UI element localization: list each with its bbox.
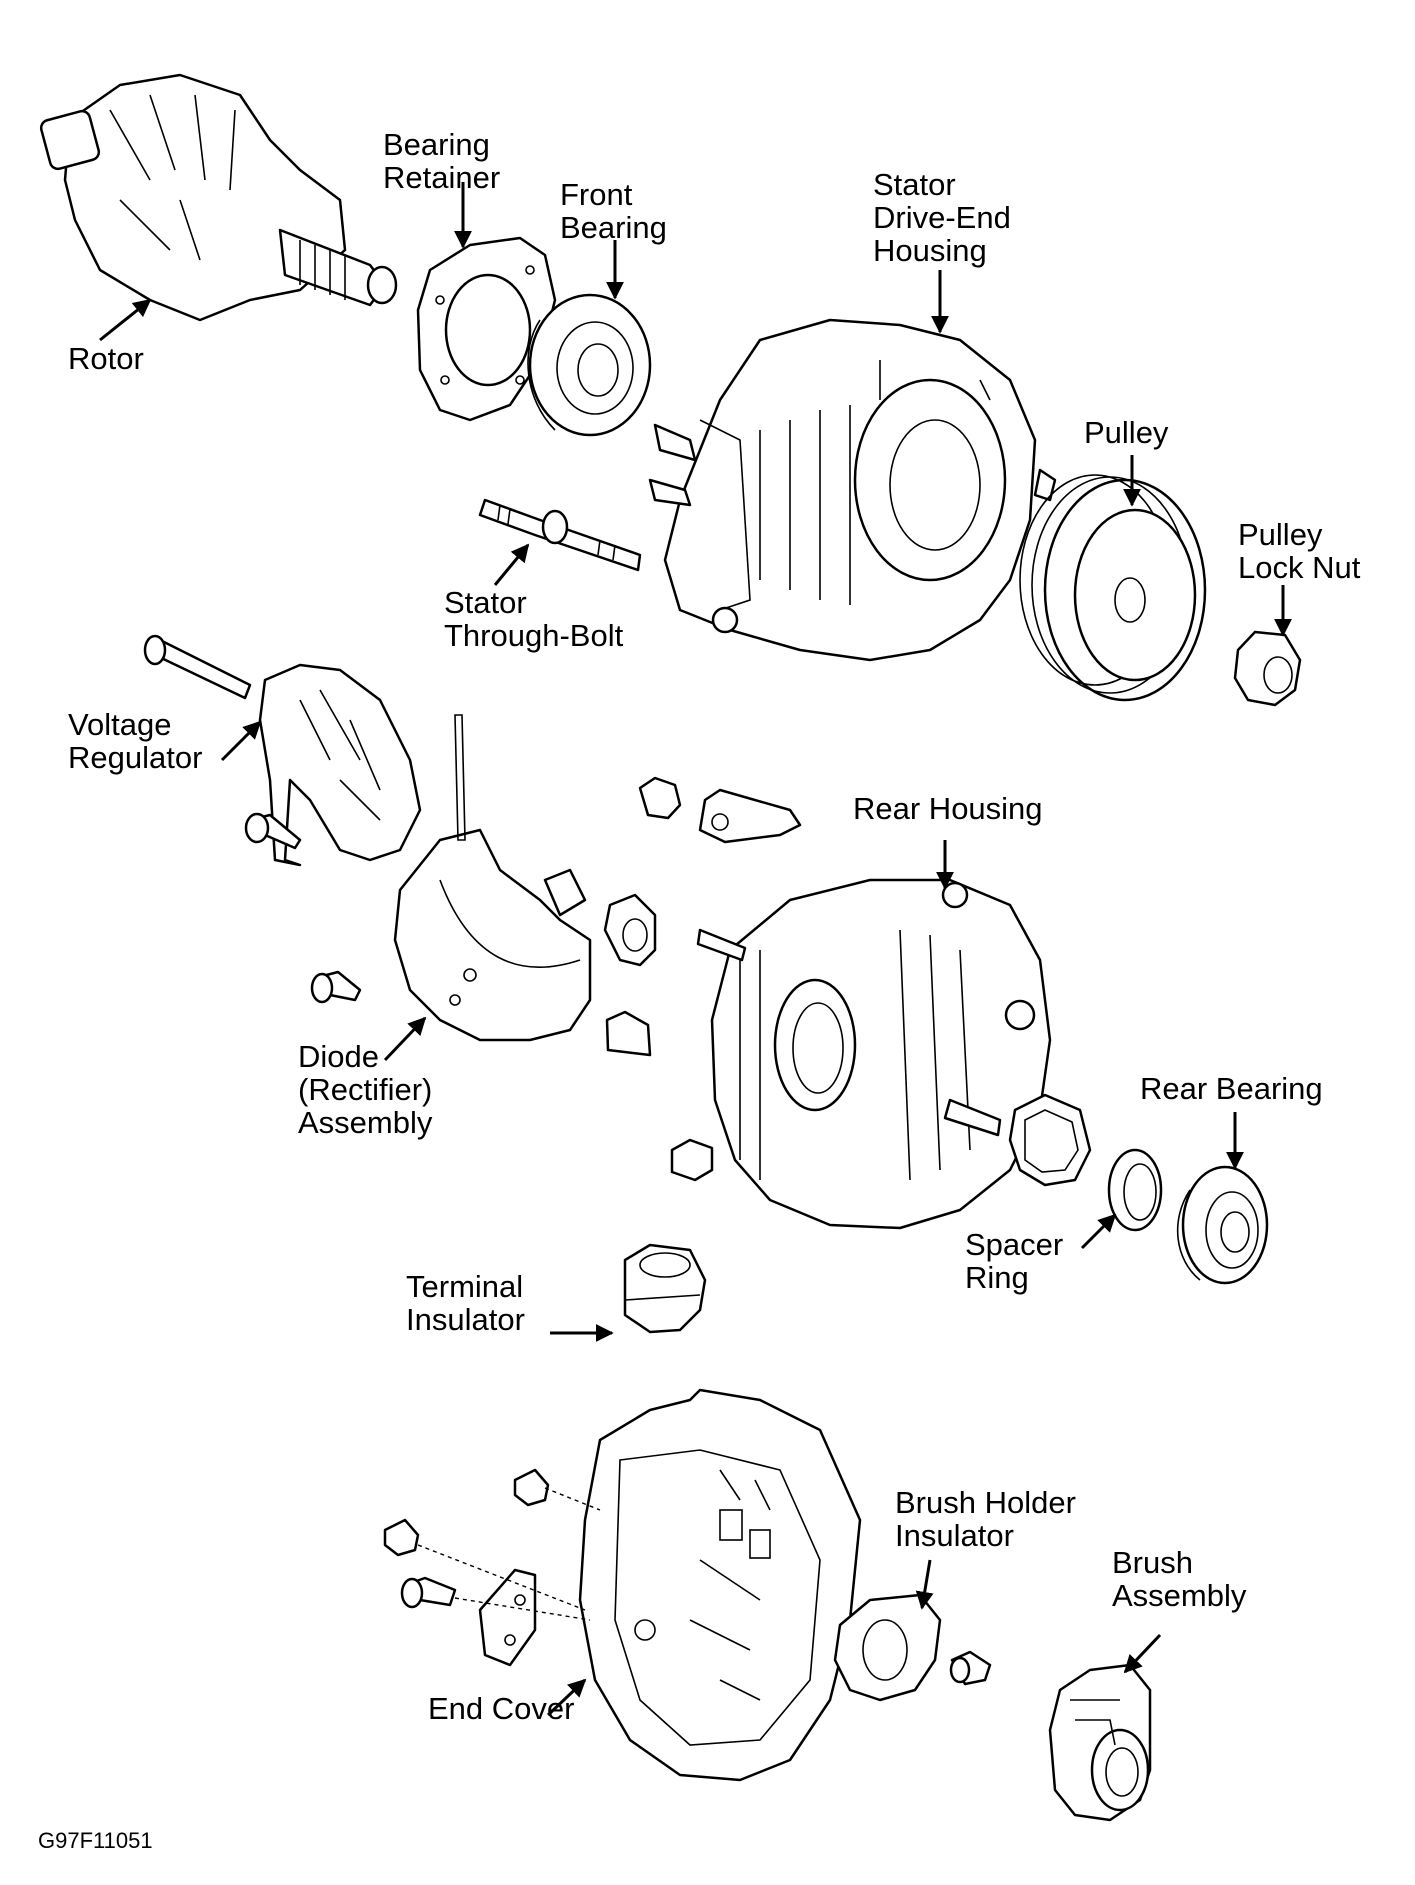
small-fasteners-part (603, 776, 802, 1182)
label-terminal-insulator: Terminal Insulator (406, 1269, 525, 1337)
label-rear-housing: Rear Housing (853, 791, 1043, 826)
leader-arrows (99, 182, 1292, 1717)
arrow-through-bolt (493, 543, 530, 586)
rotor-part (39, 73, 398, 322)
label-rotor: Rotor (68, 341, 144, 376)
arrow-spacer-ring (1080, 1213, 1117, 1250)
arrow-diode-assembly (383, 1016, 427, 1062)
label-rear-bearing: Rear Bearing (1140, 1071, 1323, 1106)
label-front-bearing: Front Bearing (560, 177, 667, 245)
pulley-lock-nut-part (1233, 630, 1302, 707)
bearing-retainer-part (416, 236, 557, 422)
front-bearing-part (527, 293, 652, 437)
end-cover-part (578, 1388, 862, 1782)
diode-rectifier-assembly-part (310, 714, 592, 1042)
rear-bearing-part (1176, 1165, 1269, 1285)
stator-drive-end-housing-part (648, 318, 1057, 662)
end-cover-fasteners-part (383, 1468, 601, 1667)
label-pulley: Pulley (1084, 415, 1169, 450)
label-pulley-lock-nut: Pulley Lock Nut (1238, 517, 1361, 585)
label-voltage-regulator: Voltage Regulator (68, 707, 203, 775)
brush-holder-insulator-part (833, 1593, 992, 1702)
label-bearing-retainer: Bearing Retainer (383, 127, 501, 195)
arrow-rotor (99, 298, 152, 342)
arrow-brush-assembly (1123, 1633, 1162, 1674)
gasket-part (1008, 1093, 1092, 1187)
brush-assembly-part (1048, 1663, 1152, 1822)
stator-through-bolt-part (478, 498, 642, 572)
label-diode-rectifier-assembly: Diode (Rectifier) Assembly (298, 1039, 433, 1140)
spacer-ring-part (1107, 1148, 1163, 1232)
terminal-insulator-part (623, 1243, 707, 1334)
label-end-cover: End Cover (428, 1691, 575, 1726)
arrow-end-cover (546, 1678, 587, 1717)
figure-code: G97F11051 (38, 1828, 153, 1853)
label-brush-holder-insulator: Brush Holder Insulator (895, 1485, 1076, 1553)
arrow-brush-holder-insulator (915, 1559, 934, 1610)
label-spacer-ring: Spacer Ring (965, 1227, 1064, 1295)
rear-housing-part (696, 878, 1052, 1230)
pulley-part (1019, 474, 1207, 702)
label-stator-through-bolt: Stator Through-Bolt (444, 585, 624, 653)
arrow-voltage-regulator (220, 720, 262, 762)
label-stator-drive-end-housing: Stator Drive-End Housing (873, 167, 1011, 268)
label-brush-assembly: Brush Assembly (1112, 1545, 1247, 1613)
voltage-regulator-part (143, 634, 422, 867)
